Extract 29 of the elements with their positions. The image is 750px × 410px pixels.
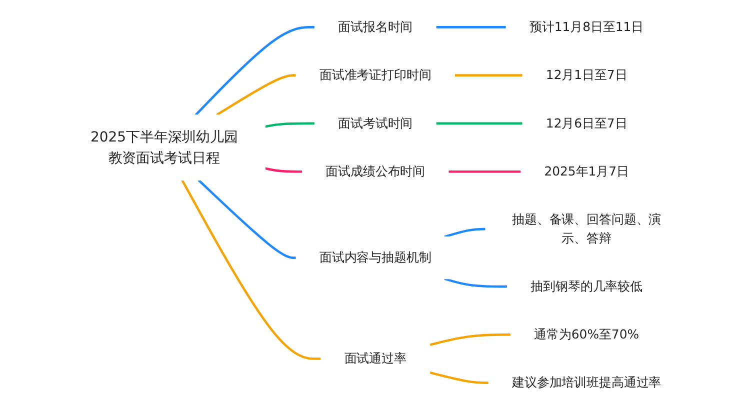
connector [444,278,507,288]
connector [180,180,321,360]
node-text: 面试考试时间 [338,116,412,130]
node-text: 2025年1月7日 [544,164,629,179]
node-text: 抽到钢琴的几率较低 [530,278,642,294]
connector [454,74,522,76]
node-text: 2025下半年深圳幼儿园教资面试考试日程 [90,128,238,166]
node-text: 建议参加培训班提高通过率 [512,375,661,390]
connector [264,122,314,128]
connector [197,179,296,259]
connector [448,170,521,173]
connector [194,26,314,116]
connector [436,122,522,125]
connector [264,167,302,173]
node-text: 面试成绩公布时间 [325,164,425,179]
node-text: 通常为60%至70% [534,326,639,342]
connector [444,228,486,238]
connector [429,334,510,346]
node-text: 面试通过率 [344,350,406,366]
node-text: 面试报名时间 [338,19,412,34]
node-text: 面试准考证打印时间 [319,68,431,82]
node-text: 面试内容与抽题机制 [319,250,431,265]
connector [216,74,296,116]
connector [429,371,488,384]
node-text: 抽题、备课、回答问题、演示、答辩 [512,212,661,246]
connector [436,26,506,28]
node-text: 预计11月8日至11日 [529,19,644,34]
node-text: 12月6日至7日 [546,116,627,130]
node-text: 12月1日至7日 [546,68,627,82]
